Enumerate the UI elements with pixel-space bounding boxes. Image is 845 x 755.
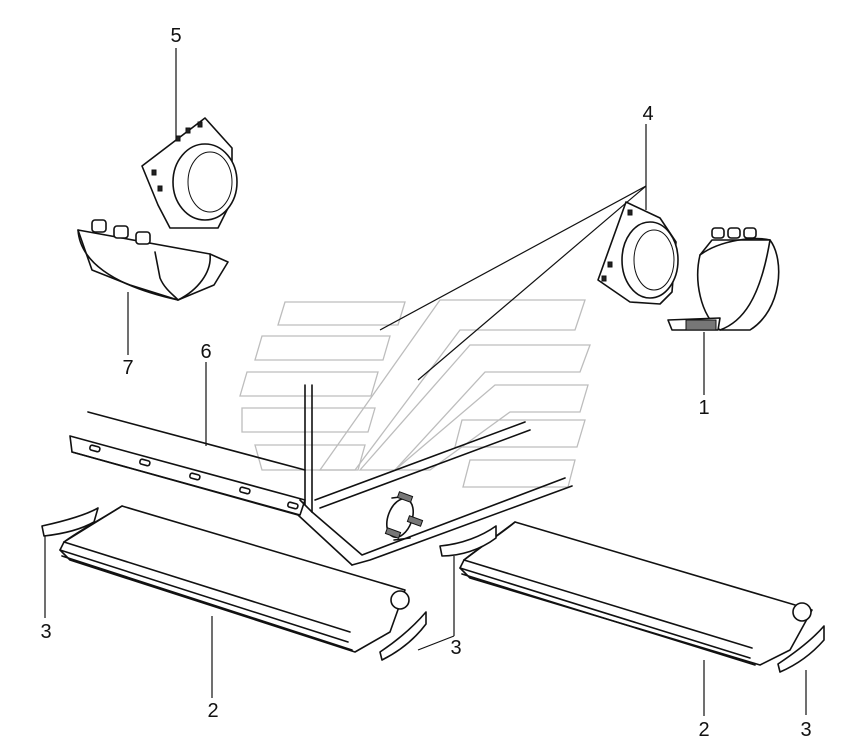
callout-3-center: 3 <box>450 637 461 659</box>
trough-housing-part-6 <box>69 384 573 566</box>
end-seals-part-3 <box>41 507 825 673</box>
watermark-logo <box>239 299 591 488</box>
callout-7: 7 <box>122 357 133 379</box>
bracket-clamp-part-1 <box>667 227 780 331</box>
drive-coupling <box>384 491 424 541</box>
cover-plate-part-2-left <box>59 505 410 653</box>
callout-3-left: 3 <box>40 621 51 643</box>
callout-1: 1 <box>698 397 709 419</box>
flange-collar-part-5 <box>141 117 238 229</box>
callout-2-left: 2 <box>207 700 218 722</box>
callout-3-right: 3 <box>800 719 811 741</box>
callout-4: 4 <box>642 103 653 125</box>
bolt-slots <box>89 444 299 510</box>
callout-5: 5 <box>170 25 181 47</box>
cover-plate-part-2-right <box>459 521 813 666</box>
leader-lines <box>44 48 807 716</box>
callout-6: 6 <box>200 341 211 363</box>
flange-collar-part-4 <box>597 201 679 305</box>
callout-labels: 5 4 7 6 1 3 3 3 2 2 <box>40 25 811 741</box>
half-shell-part-7 <box>77 219 229 301</box>
callout-2-right: 2 <box>698 719 709 741</box>
